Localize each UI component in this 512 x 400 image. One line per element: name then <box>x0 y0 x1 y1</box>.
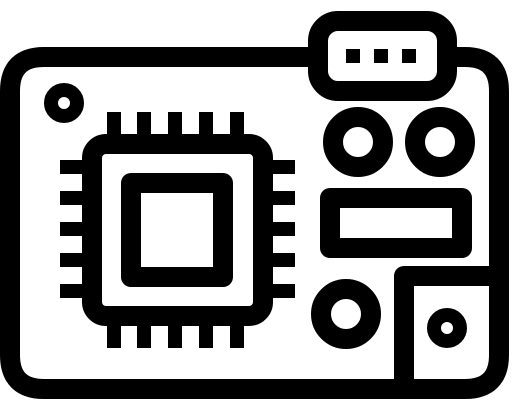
chip-die <box>121 173 233 287</box>
connector-housing <box>308 11 457 101</box>
mounting-hole <box>44 83 84 123</box>
chip-pins-left <box>60 160 92 298</box>
capacitor-right <box>405 107 475 177</box>
chip-body <box>82 134 273 326</box>
chip-pins-top <box>107 112 244 144</box>
sub-module-hole <box>427 308 467 348</box>
capacitor-bottom <box>311 279 381 349</box>
chip-pins-right <box>263 160 295 298</box>
capacitor-left <box>323 107 393 177</box>
sub-module-border <box>394 266 499 389</box>
chip-pins-bottom <box>107 316 244 348</box>
slot-component <box>320 188 472 258</box>
connector-pins <box>346 49 416 63</box>
board-outline <box>0 47 509 399</box>
